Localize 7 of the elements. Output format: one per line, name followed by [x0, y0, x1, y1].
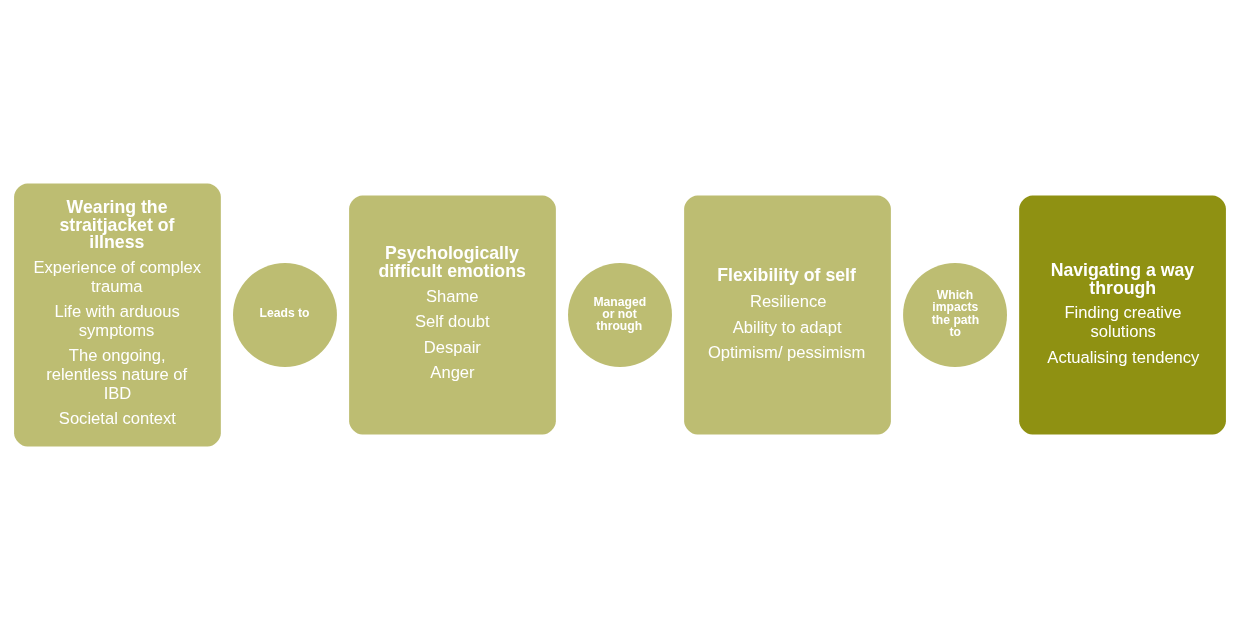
node-box: Flexibility of self Resilience Ability to adapt Optimism/ pessimism — [684, 195, 891, 435]
node-circle: Leads to — [233, 263, 337, 367]
node-box: Wearing the straitjacket of illness Experience of complex trauma Life with arduous symptoms The ongoing, relentless nature of IBD Societal context — [14, 183, 221, 447]
node-box: Navigating a way through Finding creative solutions Actualising tendency — [1019, 195, 1226, 435]
node-circle: Managed or not through — [568, 263, 672, 367]
node-box: Psychologically difficult emotions Shame Self doubt Despair Anger — [349, 195, 556, 435]
node-circle: Which impacts the path to — [903, 263, 1007, 367]
